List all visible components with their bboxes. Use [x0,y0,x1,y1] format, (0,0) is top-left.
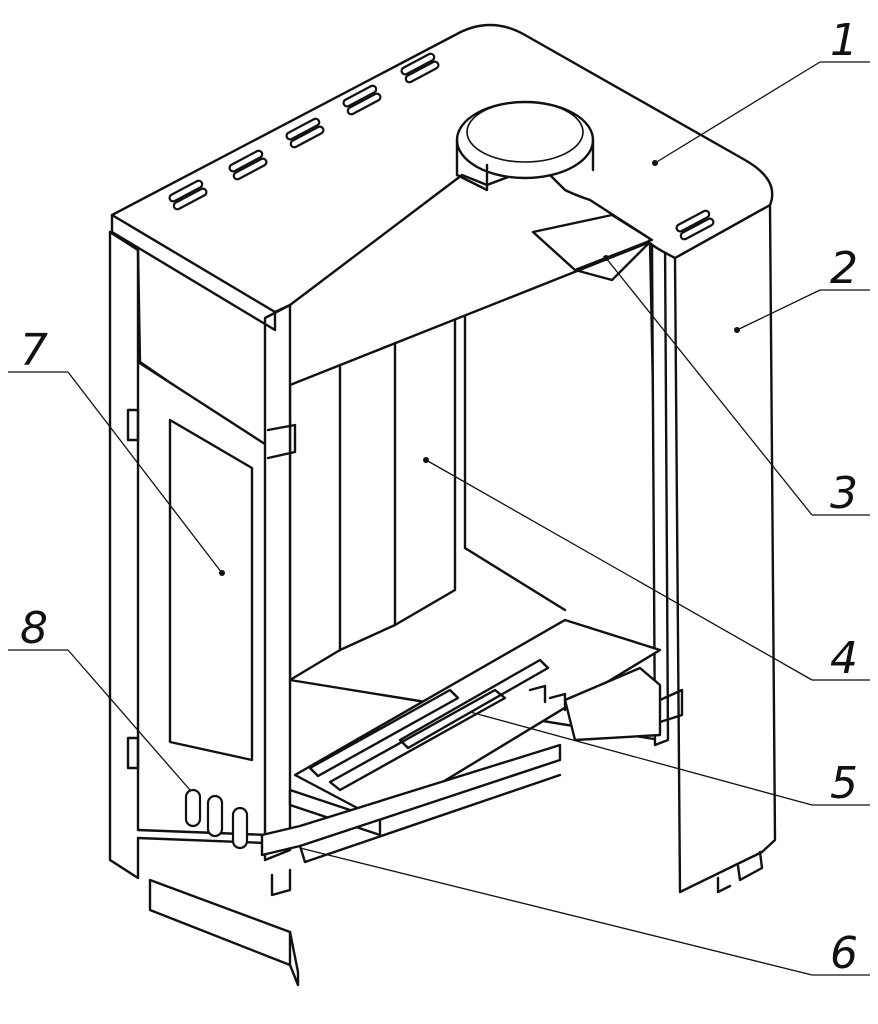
front-right-post [650,238,670,747]
side-window-frame [168,418,254,762]
callout-3: 3 [830,468,858,519]
top-vent-slots [168,52,715,241]
left-side-panel [108,230,300,987]
front-left-post [263,303,292,862]
callout-7: 7 [20,325,48,376]
callout-5: 5 [830,758,858,809]
callout-2: 2 [830,243,858,294]
top-plate [110,23,774,332]
air-inlet-slots [184,788,249,850]
callout-6: 6 [830,928,858,979]
grate [288,618,662,837]
callout-4: 4 [830,633,858,684]
callout-8: 8 [20,603,48,654]
lower-lip [260,743,562,857]
callout-leaders [8,61,870,976]
flue-collar [455,100,595,180]
bottom-skirt [148,878,292,967]
right-side-panel [673,203,777,894]
callout-1: 1 [830,15,858,66]
callout-labels: 1 2 3 4 5 6 7 8 [20,15,858,979]
